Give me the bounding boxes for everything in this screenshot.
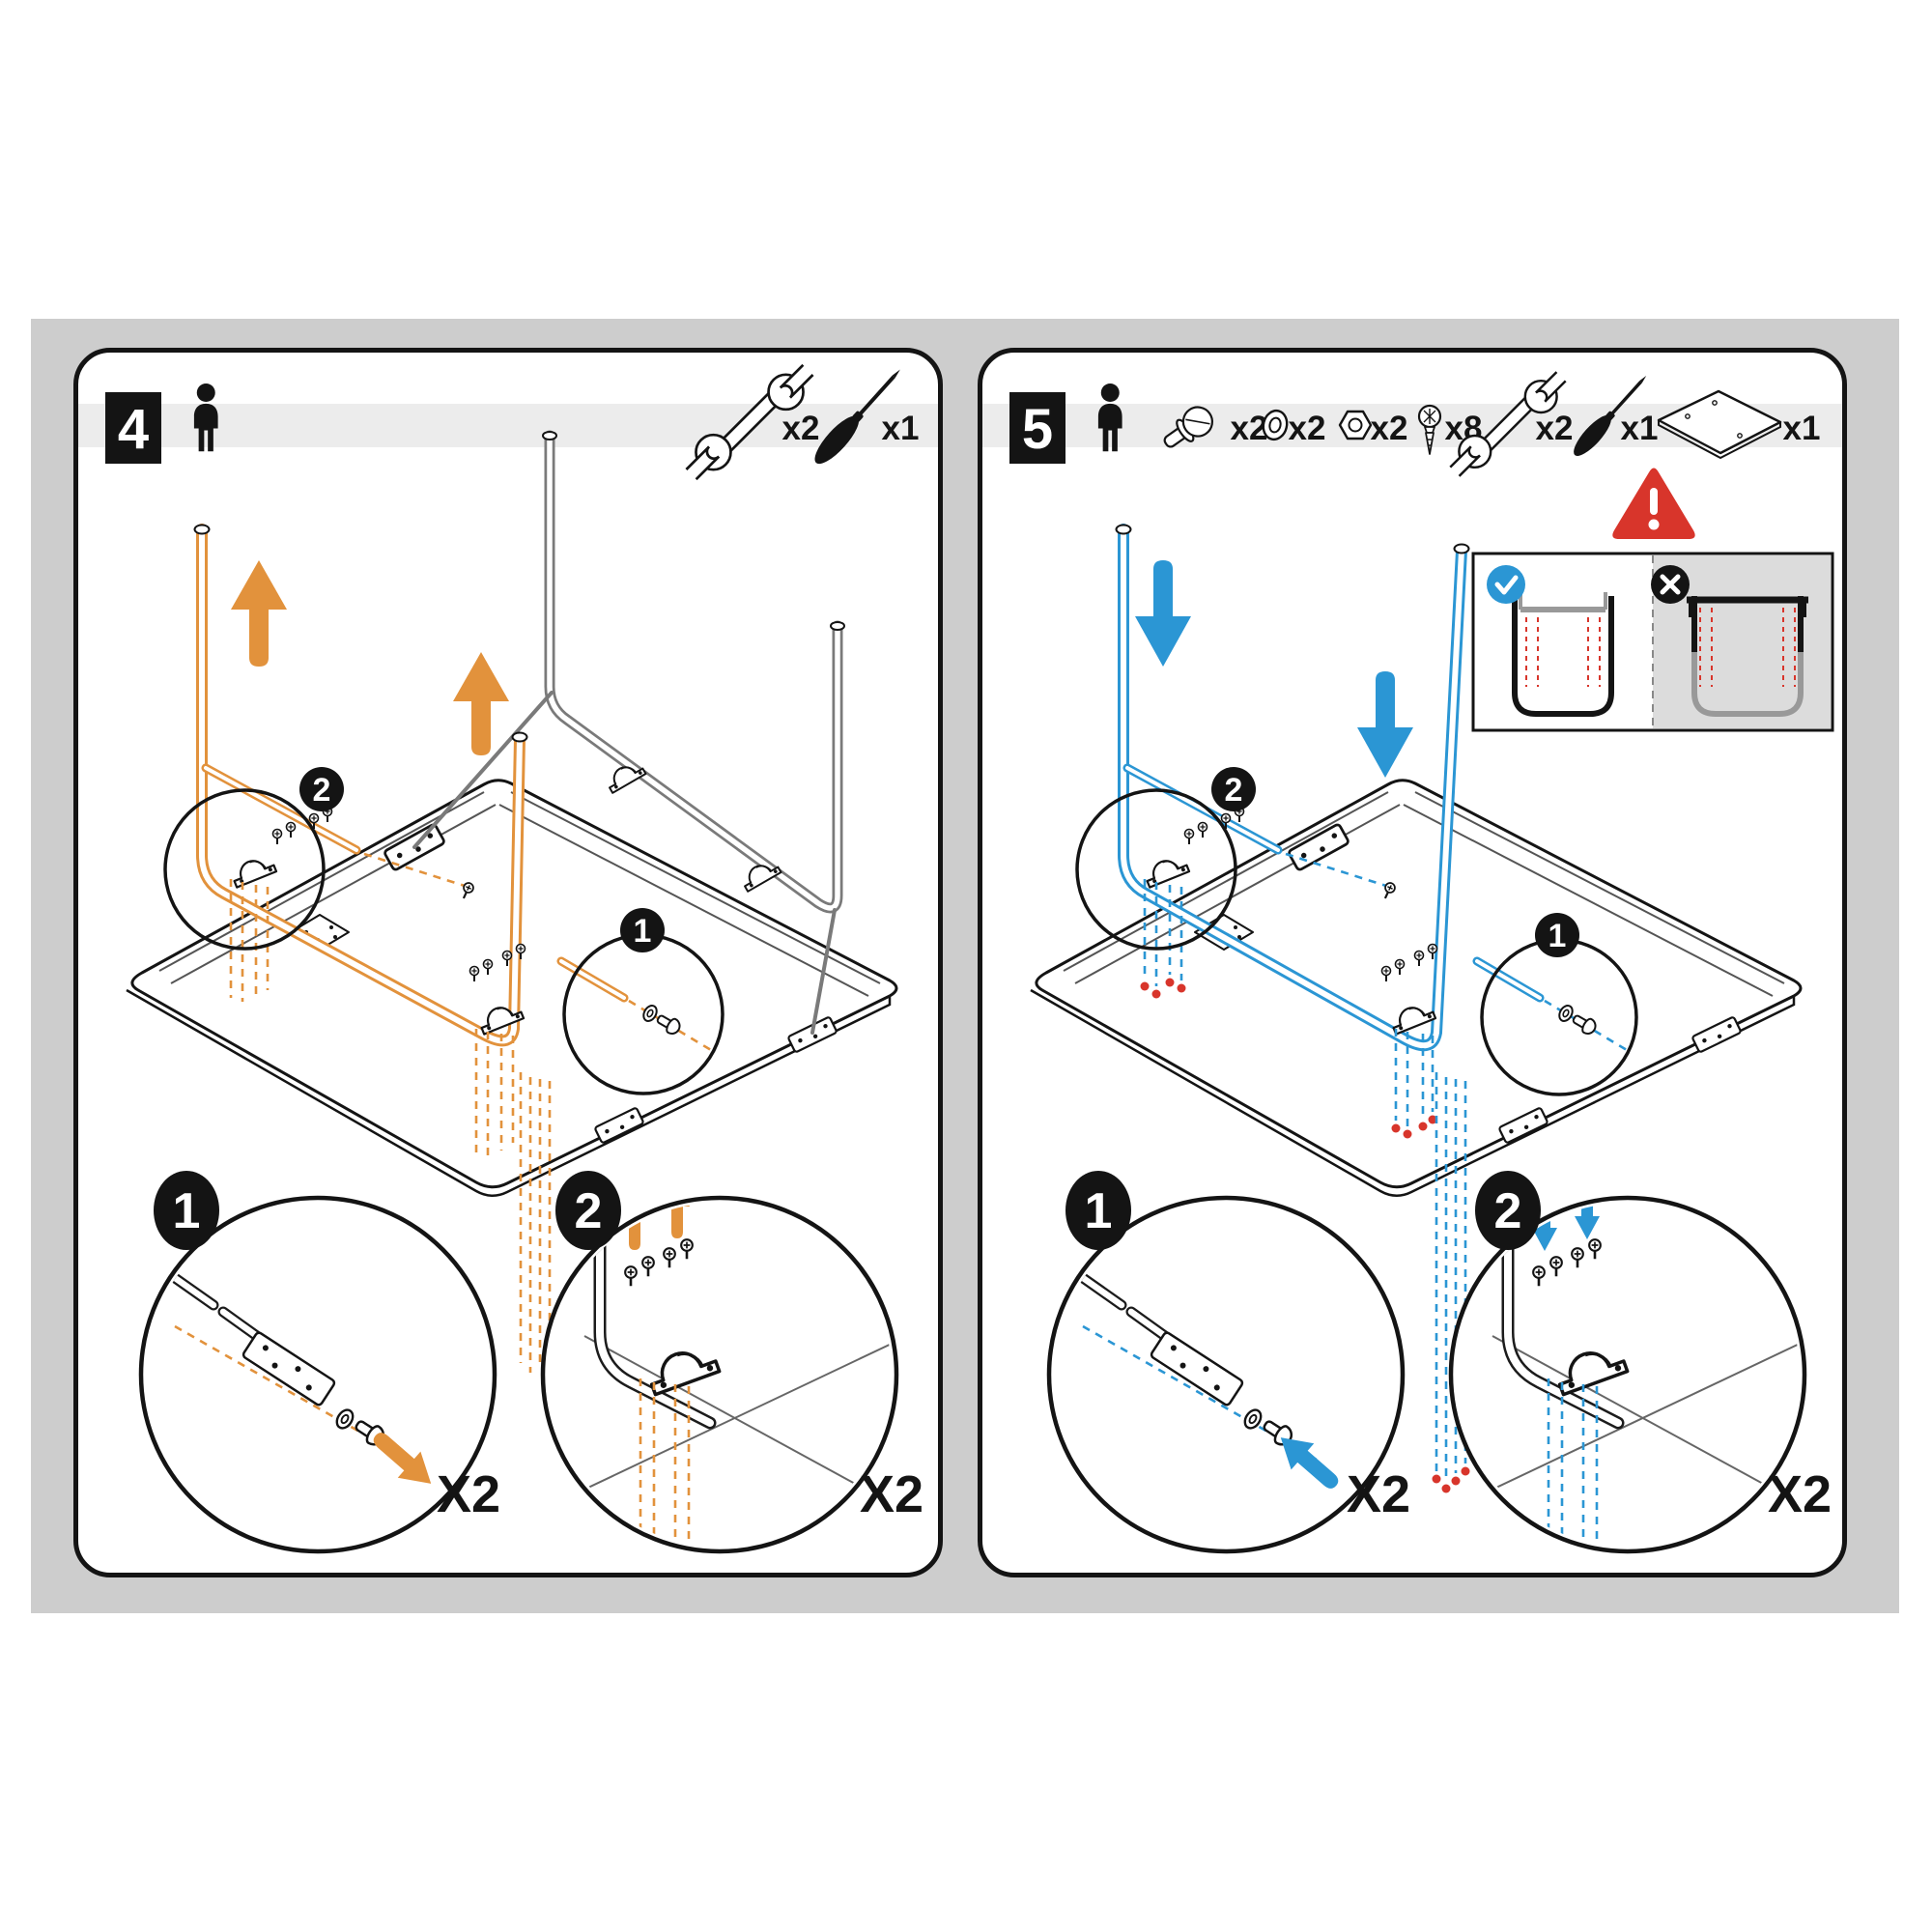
saddle-clamp — [228, 852, 278, 889]
header-band — [78, 404, 938, 447]
washer-icon — [1262, 409, 1289, 441]
detail-repeat-1: X2 — [1347, 1465, 1410, 1523]
check-icon — [1487, 565, 1525, 604]
wrench-qty: x2 — [782, 410, 820, 447]
lower-arrow — [1357, 671, 1413, 778]
detail-badge-1 — [154, 1171, 219, 1250]
callout-badge-1 — [620, 908, 665, 952]
step4-illustration: 4 x2 x1 — [78, 353, 938, 1554]
detail-2-content — [1461, 1203, 1800, 1547]
detail-badge-1 — [1065, 1171, 1131, 1250]
check-mark — [1494, 575, 1519, 595]
lift-arrow — [453, 652, 509, 755]
detail-circle-2 — [540, 1195, 899, 1554]
accent-leg-frame — [193, 524, 528, 1047]
sheet-background: 4 x2 x1 — [31, 319, 1899, 1613]
screw-trajectories — [229, 879, 552, 1373]
callout-badge-2 — [1211, 767, 1256, 811]
callout-number-1: 1 — [1548, 918, 1567, 954]
step5-illustration: 5 x2 x2 x2 — [982, 356, 1842, 1554]
screw-trajectories — [1140, 879, 1470, 1493]
lower-arrow — [1135, 560, 1191, 667]
gray-leg-frame — [412, 430, 845, 1035]
correct-orientation — [1512, 592, 1614, 717]
detail-number-2: 2 — [575, 1183, 603, 1239]
insert-arrow — [1280, 1437, 1339, 1489]
crossbar-lower — [556, 956, 712, 1052]
nut-qty: x2 — [1371, 410, 1408, 447]
callout-badge-2 — [299, 767, 344, 811]
washer-qty: x2 — [1289, 410, 1326, 447]
callout-circle-2 — [1075, 788, 1237, 951]
step-number: 4 — [118, 398, 149, 461]
insert-arrow — [373, 1433, 432, 1484]
screw — [285, 821, 297, 838]
callout-number-1: 1 — [634, 913, 652, 950]
crossbar-upper — [1122, 763, 1398, 902]
screw — [271, 828, 283, 845]
cross-mark — [1660, 574, 1681, 595]
screwdriver-qty: x1 — [1621, 410, 1659, 447]
tabletop — [1030, 779, 1803, 1197]
detail-number-1: 1 — [173, 1183, 201, 1239]
detail-repeat-2: X2 — [860, 1465, 923, 1523]
wrench-qty: x2 — [1536, 410, 1574, 447]
crossbar-lower — [1472, 956, 1628, 1052]
step-number-box — [105, 392, 161, 464]
step-number-box — [1009, 392, 1065, 464]
callout-circle-2 — [163, 788, 326, 951]
warning-icon — [1612, 468, 1695, 539]
detail-circle-2 — [1448, 1195, 1807, 1554]
orientation-compare-box — [1471, 552, 1834, 732]
callout-badge-1 — [1535, 913, 1579, 957]
plate-qty: x1 — [1783, 410, 1821, 447]
detail-repeat-1: X2 — [437, 1465, 500, 1523]
detail-number-2: 2 — [1494, 1183, 1522, 1239]
detail-2-content — [553, 1203, 892, 1547]
bolt-icon — [1163, 406, 1214, 448]
nut-icon — [1338, 410, 1373, 440]
lift-arrow — [231, 560, 287, 667]
callout-number-2: 2 — [313, 772, 331, 809]
step-number: 5 — [1022, 398, 1053, 461]
detail-badge-2 — [555, 1171, 621, 1250]
crossbar-upper — [201, 763, 476, 902]
saddle-clamp — [1141, 852, 1191, 889]
callout-number-2: 2 — [1225, 772, 1243, 809]
detail-repeat-2: X2 — [1768, 1465, 1832, 1523]
step4-panel: 4 x2 x1 — [73, 348, 943, 1577]
screw-icon — [1417, 404, 1442, 455]
screwdriver-qty: x1 — [882, 410, 920, 447]
step5-panel: 5 x2 x2 x2 — [978, 348, 1847, 1577]
detail-number-1: 1 — [1085, 1183, 1113, 1239]
screw — [1183, 828, 1195, 845]
bolt-qty: x2 — [1231, 410, 1268, 447]
detail-badge-2 — [1475, 1171, 1541, 1250]
screw — [1197, 821, 1208, 838]
incorrect-orientation — [1687, 596, 1808, 717]
plate-icon — [1657, 389, 1782, 460]
